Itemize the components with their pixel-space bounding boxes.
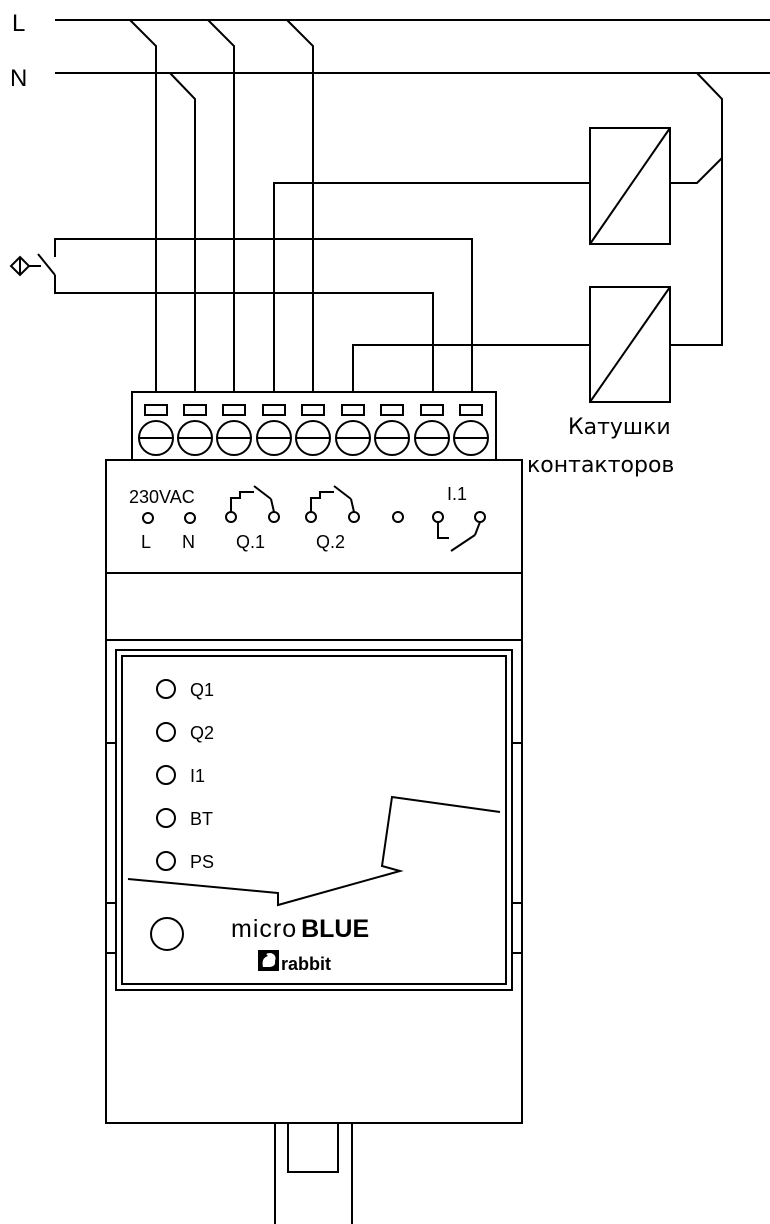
coil-wires bbox=[273, 72, 723, 392]
terminal-slots bbox=[144, 404, 483, 416]
relay-contact-q2 bbox=[305, 485, 360, 523]
indicator-label: PS bbox=[190, 852, 214, 872]
relay-contact-q1 bbox=[225, 485, 280, 523]
indicator-label: BT bbox=[190, 809, 213, 829]
coil-2 bbox=[589, 286, 671, 403]
coils-caption-line-1: Катушки bbox=[568, 415, 671, 440]
terminal-slot bbox=[144, 404, 168, 416]
terminal-screw bbox=[256, 420, 292, 456]
terminal-slot bbox=[262, 404, 286, 416]
front-panel-button bbox=[150, 917, 184, 951]
led-circle-icon bbox=[156, 808, 176, 828]
company-name: rabbit bbox=[281, 954, 331, 974]
input-contact-i1 bbox=[432, 511, 486, 552]
terminal-slot bbox=[380, 404, 404, 416]
housing-upper-band bbox=[105, 572, 523, 641]
terminal-label-i1: I.1 bbox=[447, 484, 467, 504]
panel-label-outline bbox=[127, 795, 501, 907]
led-circle-icon bbox=[156, 765, 176, 785]
rabbit-logo-icon bbox=[258, 950, 279, 971]
led-circle-icon bbox=[156, 679, 176, 699]
terminal-screw bbox=[177, 420, 213, 456]
coil-1 bbox=[589, 127, 671, 245]
wire-n-to-terminal-2 bbox=[169, 72, 196, 392]
terminal-block bbox=[131, 391, 497, 461]
wire-l-to-terminal-3 bbox=[207, 19, 235, 392]
wire-l-to-terminal-5 bbox=[286, 19, 314, 392]
wire-switch-to-input bbox=[54, 275, 434, 392]
switch-blade bbox=[37, 253, 56, 276]
terminal-label-q2: Q.2 bbox=[316, 532, 345, 552]
terminal-screw bbox=[453, 420, 489, 456]
phase-line-label: L bbox=[12, 10, 25, 37]
led-circle-icon bbox=[156, 851, 176, 871]
supply-lines: L N bbox=[10, 10, 770, 92]
voltage-label: 230VAC bbox=[129, 487, 195, 507]
terminal-slot bbox=[341, 404, 365, 416]
terminal-screw bbox=[374, 420, 410, 456]
indicator-led-q2: Q2 bbox=[156, 722, 214, 743]
terminal-slot bbox=[222, 404, 246, 416]
terminal-screw bbox=[216, 420, 252, 456]
coils-caption-line-2: контакторов bbox=[527, 453, 674, 478]
wire-l-to-terminal-1 bbox=[129, 19, 157, 392]
terminal-screw bbox=[335, 420, 371, 456]
terminal-slot bbox=[301, 404, 325, 416]
wire-neutral-return bbox=[670, 72, 723, 346]
indicator-led-q1: Q1 bbox=[156, 679, 214, 700]
terminal-screw bbox=[295, 420, 331, 456]
indicator-label: Q2 bbox=[190, 723, 214, 743]
terminal-slot bbox=[459, 404, 483, 416]
indicator-label: Q1 bbox=[190, 680, 214, 700]
product-name-bold: BLUE bbox=[301, 915, 369, 943]
indicator-led-bt: BT bbox=[156, 808, 213, 829]
terminal-markings: 230VAC L N Q.1 Q.2 I.1 bbox=[129, 484, 486, 552]
terminal-label-n: N bbox=[182, 532, 195, 552]
terminal-label-l: L bbox=[141, 532, 151, 552]
product-name-light: micro bbox=[231, 915, 297, 943]
indicator-led-ps: PS bbox=[156, 851, 214, 872]
supply-wires bbox=[129, 19, 314, 392]
terminal-screws bbox=[138, 420, 489, 456]
terminal-screw bbox=[138, 420, 174, 456]
terminal-slot bbox=[183, 404, 207, 416]
terminal-slot bbox=[420, 404, 444, 416]
led-circle-icon bbox=[156, 722, 176, 742]
front-panel-frame-inner bbox=[121, 655, 507, 985]
terminal-marker bbox=[142, 512, 154, 524]
neutral-line-label: N bbox=[10, 65, 27, 92]
wire-coil-1-to-neutral bbox=[670, 157, 723, 184]
terminal-marker bbox=[392, 511, 404, 523]
wire-q1-to-coil-1 bbox=[273, 182, 590, 392]
indicator-led-i1: I1 bbox=[156, 765, 205, 786]
din-rail-clip bbox=[274, 1123, 353, 1224]
terminal-screw bbox=[414, 420, 450, 456]
terminal-marker bbox=[184, 512, 196, 524]
wire-switch-to-i1 bbox=[54, 238, 473, 392]
indicator-label: I1 bbox=[190, 766, 205, 786]
terminal-label-q1: Q.1 bbox=[236, 532, 265, 552]
wire-q2-to-coil-2 bbox=[352, 344, 590, 392]
input-switch bbox=[9, 238, 473, 392]
